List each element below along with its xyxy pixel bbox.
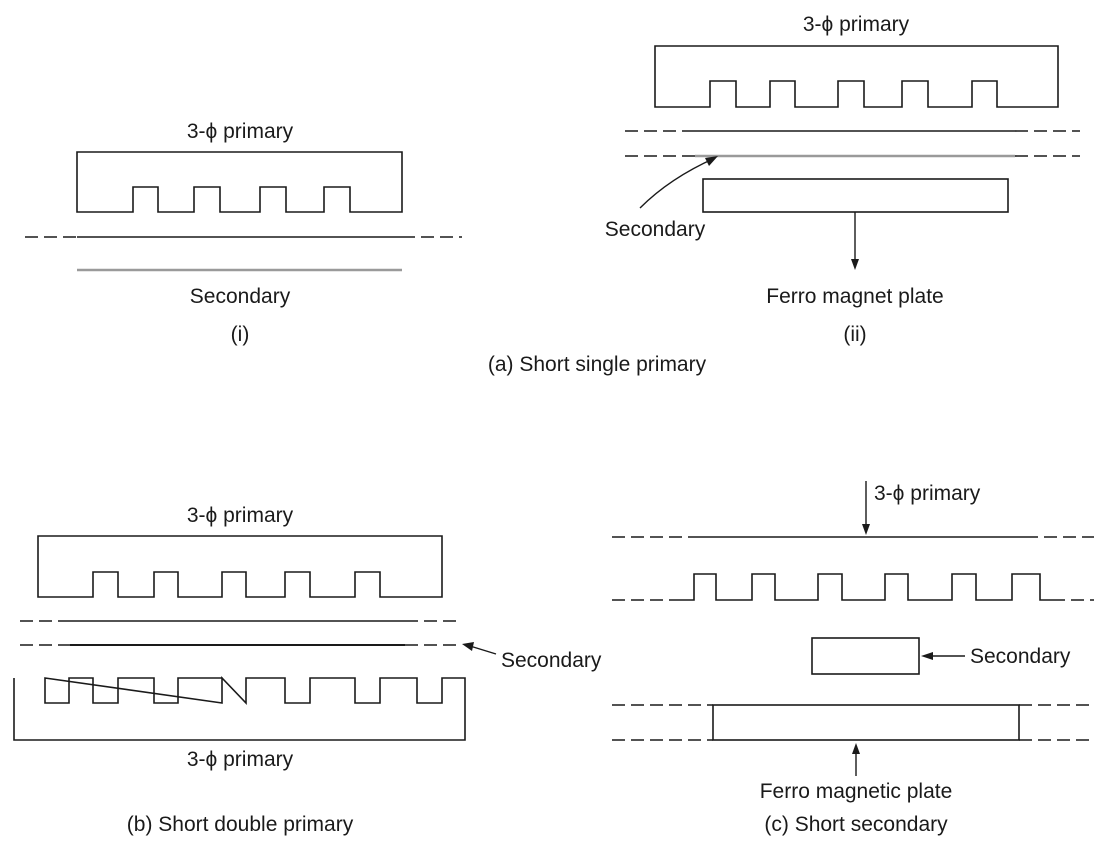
a-ii-secondary-arrowhead <box>705 156 718 166</box>
b-bottom-primary-label: 3-ϕ primary <box>187 748 294 771</box>
a-i-primary-core <box>76 151 403 213</box>
a-ii-secondary-label: Secondary <box>605 218 706 241</box>
panel-a-ii: 3-ϕ primary Secondary Ferro magnet plate… <box>605 13 1080 346</box>
caption-a: (a) Short single primary <box>488 353 707 376</box>
a-i-primary-label: 3-ϕ primary <box>187 120 294 143</box>
b-secondary-label: Secondary <box>501 649 602 672</box>
a-i-sub-label: (i) <box>231 323 250 346</box>
b-top-primary-label: 3-ϕ primary <box>187 504 294 527</box>
a-i-secondary-label: Secondary <box>190 285 291 308</box>
panel-a-i: 3-ϕ primary Secondary (i) <box>25 120 462 346</box>
c-primary-arrowhead <box>862 524 870 535</box>
a-ii-primary-label: 3-ϕ primary <box>803 13 910 36</box>
a-ii-sub-label: (ii) <box>843 323 866 346</box>
a-ii-plate-arrowhead <box>851 259 859 270</box>
b-secondary-leader <box>469 645 497 655</box>
a-ii-secondary-leader <box>639 157 716 209</box>
c-plate-label: Ferro magnetic plate <box>760 780 953 803</box>
b-bottom-primary-core <box>13 676 466 741</box>
c-ferro-plate <box>712 704 1020 741</box>
panel-c: 3-ϕ primary Secondary Ferro magnetic pla… <box>612 481 1094 836</box>
a-ii-plate-label: Ferro magnet plate <box>766 285 943 308</box>
a-ii-primary-core <box>654 45 1059 108</box>
c-secondary-block <box>811 637 920 675</box>
c-plate-arrowhead <box>852 743 860 754</box>
panel-b: 3-ϕ primary 3-ϕ primary Secondary (b) Sh… <box>13 504 602 836</box>
b-top-primary-core <box>37 535 443 598</box>
c-secondary-arrowhead <box>921 652 933 660</box>
caption-b: (b) Short double primary <box>127 813 354 836</box>
c-primary-label: 3-ϕ primary <box>874 482 981 505</box>
c-secondary-label: Secondary <box>970 645 1071 668</box>
b-secondary-arrowhead <box>462 642 474 651</box>
a-ii-ferro-plate <box>702 178 1009 213</box>
c-primary-teeth <box>675 573 1052 601</box>
caption-c: (c) Short secondary <box>764 813 948 836</box>
